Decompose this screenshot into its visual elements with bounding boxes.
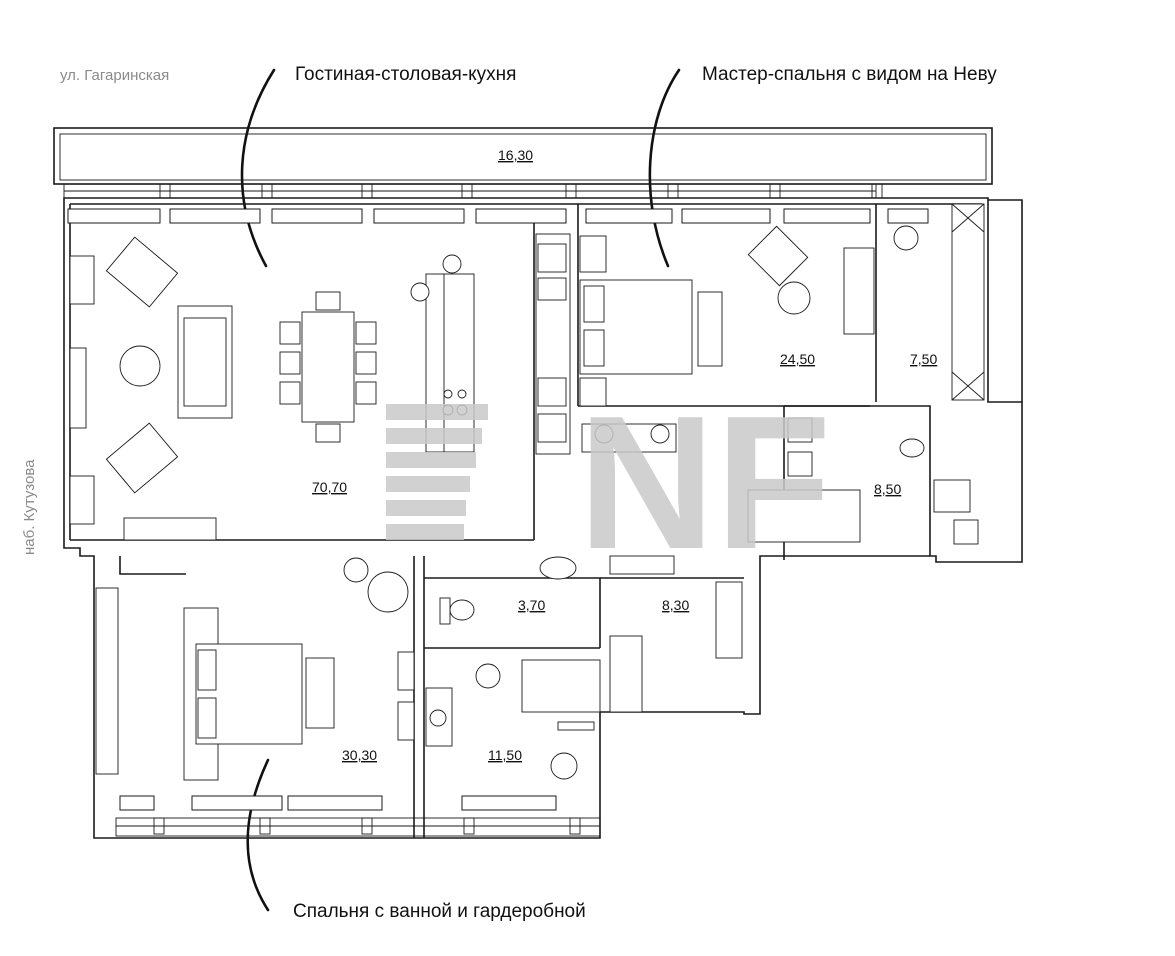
watermark-logo: NF <box>386 377 831 589</box>
street-label-left: наб. Кутузова <box>21 459 38 555</box>
master-furniture <box>579 225 875 453</box>
callout-line-master <box>648 68 681 268</box>
radiators-bottom <box>119 795 557 811</box>
living-furniture <box>69 233 571 541</box>
master-bath-fixtures <box>747 417 979 545</box>
area-bath-2: 8,30 <box>662 597 689 613</box>
area-master: 24,50 <box>780 351 815 367</box>
street-label-top: ул. Гагаринская <box>60 67 169 84</box>
area-wc: 3,70 <box>518 597 545 613</box>
master-wardrobe-furniture <box>893 203 985 401</box>
radiators-top <box>67 208 929 224</box>
area-living: 70,70 <box>312 479 347 495</box>
window-strip-top <box>63 183 883 199</box>
bedroom-furniture <box>183 557 415 781</box>
callout-bedroom: Спальня с ванной и гардеробной <box>293 901 586 922</box>
lower-center-fixtures <box>425 555 743 780</box>
area-bath-bedroom: 11,50 <box>488 747 522 763</box>
callout-living: Гостиная-столовая-кухня <box>295 64 516 85</box>
callout-line-living <box>240 68 276 268</box>
watermark-text: NF <box>578 377 831 589</box>
area-wardrobe-master: 7,50 <box>910 351 937 367</box>
walls <box>63 197 1023 839</box>
area-bath-master: 8,50 <box>874 481 901 497</box>
area-bedroom: 30,30 <box>342 747 377 763</box>
area-balcony: 16,30 <box>498 147 533 163</box>
window-strip-bottom <box>115 817 601 837</box>
callout-master: Мастер-спальня с видом на Неву <box>702 64 997 85</box>
callout-line-bedroom <box>246 758 270 912</box>
